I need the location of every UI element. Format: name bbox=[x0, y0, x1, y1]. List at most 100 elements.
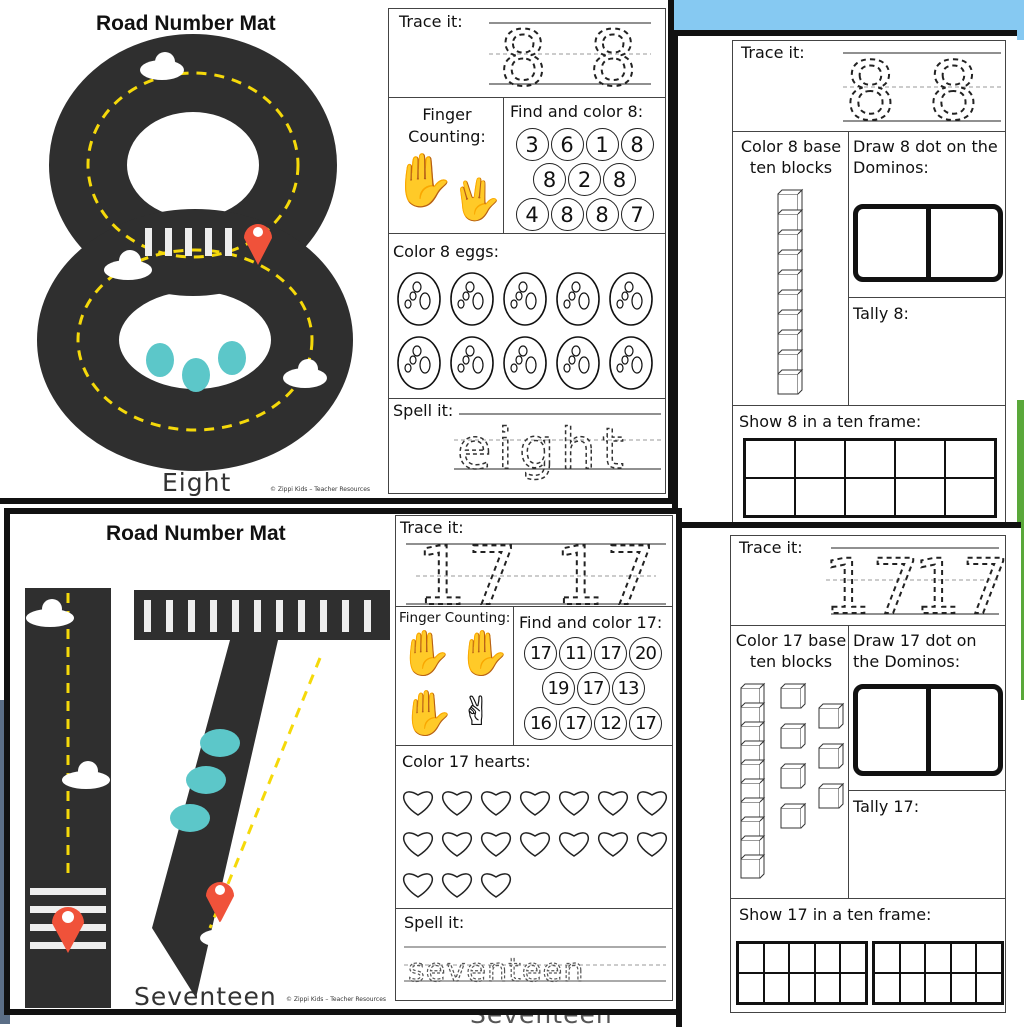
number-circle[interactable]: 20 bbox=[629, 637, 662, 670]
heart-icon[interactable] bbox=[442, 832, 472, 857]
heart-icon[interactable] bbox=[520, 832, 550, 857]
heart-icon[interactable] bbox=[520, 791, 550, 816]
egg-icon[interactable] bbox=[397, 272, 441, 326]
heart-icon[interactable] bbox=[442, 791, 472, 816]
egg-icon[interactable] bbox=[609, 272, 653, 326]
egg-icon[interactable] bbox=[609, 336, 653, 390]
heart-icon[interactable] bbox=[442, 873, 472, 898]
hand-two-fingers-icon: ✌ bbox=[460, 689, 494, 735]
domino-box: Draw 8 dot on the Dominos: bbox=[848, 131, 1006, 298]
spell-word: seventeen bbox=[408, 951, 584, 989]
heart-icon[interactable] bbox=[481, 791, 511, 816]
heart-icon[interactable] bbox=[598, 832, 628, 857]
ten-frame-label: Show 17 in a ten frame: bbox=[739, 905, 932, 924]
number-circle[interactable]: 8 bbox=[620, 128, 654, 161]
trace-guides: 8 8 bbox=[843, 44, 1001, 139]
heart-icon[interactable] bbox=[403, 791, 433, 816]
unit-cube[interactable] bbox=[818, 742, 845, 769]
heart-icon[interactable] bbox=[598, 791, 628, 816]
ten-frame-box: Show 8 in a ten frame: bbox=[732, 405, 1006, 523]
number-circle[interactable]: 11 bbox=[559, 637, 592, 670]
tally-box: Tally 8: bbox=[848, 297, 1006, 406]
heart-icon[interactable] bbox=[559, 832, 589, 857]
trace-box: Trace it: 17 17 bbox=[395, 515, 673, 624]
mat-title: Road Number Mat bbox=[106, 522, 286, 545]
base-ten-box: Color 17 base ten blocks bbox=[730, 625, 849, 899]
heart-icon[interactable] bbox=[481, 832, 511, 857]
number-circle[interactable]: 13 bbox=[611, 672, 645, 705]
crosswalk-stripe bbox=[364, 600, 371, 632]
eggs-label: Color 8 eggs: bbox=[393, 242, 500, 261]
number-circle[interactable]: 8 bbox=[585, 198, 619, 231]
trace-box: Trace it: 8 8 bbox=[732, 40, 1006, 139]
cloud-icon bbox=[62, 761, 110, 789]
heart-icon[interactable] bbox=[403, 832, 433, 857]
number-circle[interactable]: 6 bbox=[550, 128, 584, 161]
spell-label: Spell it: bbox=[393, 401, 454, 420]
domino[interactable] bbox=[853, 684, 1003, 776]
map-pin-icon bbox=[206, 882, 234, 923]
unit-cube[interactable] bbox=[780, 802, 807, 829]
unit-cube[interactable] bbox=[777, 368, 804, 395]
domino-label: Draw 17 dot on the Dominos: bbox=[853, 631, 977, 671]
number-circle[interactable]: 16 bbox=[524, 707, 557, 740]
heart-icon[interactable] bbox=[637, 791, 667, 816]
egg-icon[interactable] bbox=[503, 272, 547, 326]
egg-icon[interactable] bbox=[450, 272, 494, 326]
number-word: Eight bbox=[162, 468, 232, 497]
heart-icon[interactable] bbox=[559, 791, 589, 816]
trace-label: Trace it: bbox=[399, 12, 463, 31]
number-circle[interactable]: 17 bbox=[524, 637, 557, 670]
unit-cube[interactable] bbox=[780, 682, 807, 709]
number-circle[interactable]: 7 bbox=[620, 198, 654, 231]
domino[interactable] bbox=[853, 204, 1003, 282]
egg-icon[interactable] bbox=[450, 336, 494, 390]
spell-label: Spell it: bbox=[404, 913, 465, 932]
egg-icon[interactable] bbox=[556, 336, 600, 390]
unit-cube[interactable] bbox=[777, 268, 804, 295]
unit-cube[interactable] bbox=[740, 853, 766, 879]
base-ten-rod bbox=[777, 188, 804, 395]
number-circle[interactable]: 4 bbox=[515, 198, 549, 231]
trace-digit: 8 bbox=[928, 45, 979, 138]
unit-cube[interactable] bbox=[780, 722, 807, 749]
ten-frame[interactable] bbox=[736, 941, 868, 1005]
number-circle[interactable]: 8 bbox=[533, 163, 566, 196]
eggs-box: Color 8 eggs: bbox=[388, 233, 666, 399]
heart-icon[interactable] bbox=[403, 873, 433, 898]
trace-digit: 17 bbox=[823, 542, 920, 631]
number-circle[interactable]: 1 bbox=[585, 128, 619, 161]
number-circle[interactable]: 17 bbox=[594, 637, 627, 670]
ten-frame[interactable] bbox=[743, 438, 997, 518]
crosswalk-stripe bbox=[210, 600, 217, 632]
unit-cube[interactable] bbox=[780, 762, 807, 789]
spell-box: Spell it: eight bbox=[388, 398, 666, 494]
hand-icon: ✋ bbox=[398, 628, 453, 679]
number-circle[interactable]: 17 bbox=[576, 672, 610, 705]
egg-icon[interactable] bbox=[556, 272, 600, 326]
number-circle[interactable]: 19 bbox=[541, 672, 575, 705]
trace-digit: 8 bbox=[845, 45, 896, 138]
number-circle[interactable]: 12 bbox=[594, 707, 627, 740]
number-circle[interactable]: 8 bbox=[550, 198, 584, 231]
unit-cube[interactable] bbox=[818, 782, 845, 809]
number-circle[interactable]: 17 bbox=[629, 707, 662, 740]
number-circle[interactable]: 17 bbox=[559, 707, 592, 740]
spell-guides: seventeen bbox=[404, 946, 666, 990]
find-label: Find and color 8: bbox=[510, 102, 644, 121]
heart-icon[interactable] bbox=[637, 832, 667, 857]
heart-icon[interactable] bbox=[481, 873, 511, 898]
number-circle[interactable]: 2 bbox=[568, 163, 601, 196]
crosswalk-stripe bbox=[166, 600, 173, 632]
number-circle[interactable]: 3 bbox=[515, 128, 549, 161]
number-circle[interactable]: 8 bbox=[603, 163, 636, 196]
ten-frame[interactable] bbox=[872, 941, 1004, 1005]
egg-icon[interactable] bbox=[397, 336, 441, 390]
trace-digit: 17 bbox=[554, 530, 656, 623]
egg-icon[interactable] bbox=[503, 336, 547, 390]
unit-cube[interactable] bbox=[818, 702, 845, 729]
blocks-label: Color 17 base ten blocks bbox=[735, 631, 847, 671]
